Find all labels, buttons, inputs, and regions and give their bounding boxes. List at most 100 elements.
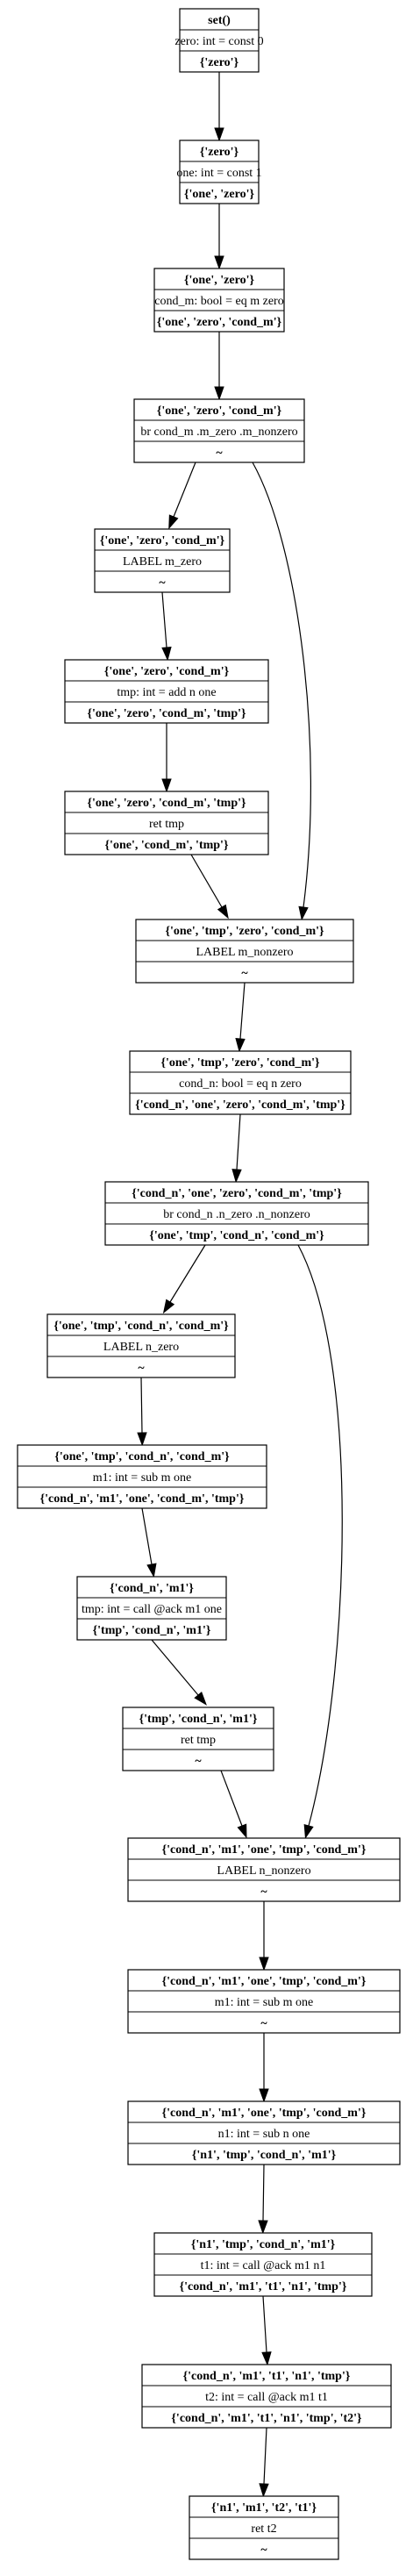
cfg-edge: [220, 1770, 243, 1827]
cfg-node: {'one', 'zero'} cond_m: bool = eq m zero {…: [153, 268, 285, 333]
cfg-node: {'zero'}one: int = const 1{'one', 'zero'…: [176, 140, 262, 204]
node-live-out: {'one', 'zero'}: [184, 188, 254, 201]
node-instruction: ret t2: [251, 2522, 276, 2536]
node-live-out: {'one', 'zero', 'cond_m', 'tmp'}: [87, 707, 246, 720]
node-instruction: br cond_n .n_zero .n_nonzero: [163, 1208, 310, 1221]
node-live-out: {'zero'}: [200, 56, 239, 69]
node-box: [64, 791, 269, 855]
node-box: [122, 1707, 274, 1771]
cfg-node: {'n1', 'm1', 't2', 't1'} ret t2 ~: [189, 2495, 339, 2560]
node-instruction: LABEL n_zero: [103, 1341, 179, 1354]
node-instruction: tmp: int = call @ack m1 one: [82, 1603, 222, 1616]
node-box: [46, 1313, 236, 1378]
cfg-edge: [252, 462, 311, 908]
cfg-edge: [297, 1244, 343, 1827]
arrowhead-icon: [258, 2220, 268, 2235]
node-live-in: {'cond_n', 'm1', 'one', 'tmp', 'cond_m'}: [162, 2107, 367, 2120]
node-instruction: m1: int = sub m one: [93, 1471, 192, 1485]
node-live-in: {'one', 'tmp', 'cond_n', 'cond_m'}: [54, 1450, 230, 1463]
node-instruction: LABEL n_nonzero: [217, 1864, 310, 1878]
arrowhead-icon: [235, 1038, 246, 1053]
node-live-in: {'cond_n', 'm1'}: [110, 1582, 194, 1595]
node-live-in: {'cond_n', 'm1', 'one', 'tmp', 'cond_m'}: [162, 1975, 367, 1988]
arrowhead-icon: [161, 778, 172, 793]
node-live-out: {'one', 'tmp', 'cond_n', 'cond_m'}: [149, 1229, 324, 1242]
node-live-in: {'one', 'zero', 'cond_m'}: [157, 404, 282, 418]
node-live-out: ~: [195, 1755, 202, 1768]
node-box: [135, 919, 354, 984]
node-box: [104, 1181, 369, 1246]
cfg-node: {'one', 'tmp', 'zero', 'cond_m'}cond_n: …: [129, 1050, 352, 1115]
node-instruction: tmp: int = add n one: [117, 686, 216, 699]
arrowhead-icon: [261, 2351, 272, 2366]
node-live-in: {'one', 'zero', 'cond_m', 'tmp'}: [87, 797, 246, 810]
node-live-out: ~: [216, 447, 223, 460]
nodes-layer: set()zero: int = const 0{'zero'}{'zero'}…: [17, 8, 401, 2560]
node-box: [64, 659, 269, 724]
arrowhead-icon: [298, 905, 309, 921]
node-live-out: {'one', 'zero', 'cond_m'}: [157, 316, 282, 329]
node-live-out: ~: [260, 2544, 267, 2557]
node-live-in: {'one', 'tmp', 'zero', 'cond_m'}: [165, 925, 324, 938]
node-box: [189, 2495, 339, 2560]
node-live-in: set(): [208, 14, 231, 27]
node-box: [153, 2232, 373, 2297]
node-live-in: {'one', 'zero', 'cond_m'}: [104, 665, 230, 678]
node-live-out: {'cond_n', 'm1', 't1', 'n1', 'tmp'}: [180, 2280, 347, 2293]
node-instruction: t2: int = call @ack m1 t1: [205, 2391, 328, 2404]
node-live-out: {'cond_n', 'm1', 'one', 'cond_m', 'tmp'}: [40, 1492, 245, 1506]
node-box: [129, 1050, 352, 1115]
cfg-node: {'cond_n', 'm1', 'one', 'tmp', 'cond_m'}…: [127, 2100, 401, 2165]
cfg-node: {'one', 'zero', 'cond_m'}br cond_m .m_ze…: [133, 398, 305, 463]
arrowhead-icon: [259, 1957, 269, 1971]
node-instruction: t1: int = call @ack m1 n1: [201, 2259, 326, 2272]
cfg-node: {'cond_n', 'm1', 'one', 'tmp', 'cond_m'}…: [127, 1837, 401, 1902]
node-live-in: {'cond_n', 'm1', 't1', 'n1', 'tmp'}: [183, 2370, 351, 2383]
cfg-node: {'tmp', 'cond_n', 'm1'}ret tmp~: [122, 1707, 274, 1771]
cfg-node: {'one', 'tmp', 'zero', 'cond_m'} LABEL m_…: [135, 919, 354, 984]
node-live-out: ~: [159, 576, 166, 590]
node-instruction: LABEL m_zero: [123, 555, 202, 569]
node-live-in: {'one', 'zero'}: [184, 274, 254, 287]
cfg-node: {'cond_n', 'm1', 't1', 'n1', 'tmp'} t2: i…: [141, 2364, 392, 2429]
arrowhead-icon: [161, 647, 172, 662]
cfg-edge: [239, 982, 246, 1040]
cfg-node: {'one', 'tmp', 'cond_n', 'cond_m'}LABEL …: [46, 1313, 236, 1378]
cfg-node: {'one', 'zero', 'cond_m', 'tmp'}ret tmp{…: [64, 791, 269, 855]
node-box: [179, 140, 260, 204]
node-instruction: br cond_m .m_zero .m_nonzero: [140, 426, 297, 439]
arrowhead-icon: [259, 2088, 269, 2103]
node-box: [141, 2364, 392, 2429]
node-instruction: LABEL m_nonzero: [196, 946, 293, 959]
cfg-edge: [151, 1639, 199, 1696]
arrowhead-icon: [303, 1824, 314, 1839]
cfg-edge: [161, 591, 167, 648]
cfg-node: {'one', 'tmp', 'cond_n', 'cond_m'} m1: in…: [17, 1444, 267, 1509]
cfg-edge: [173, 462, 196, 518]
cfg-node: {'cond_n', 'one', 'zero', 'cond_m', 'tmp…: [104, 1181, 369, 1246]
node-live-in: {'n1', 'm1', 't2', 't1'}: [211, 2501, 317, 2515]
cfg-node: {'cond_n', 'm1'} tmp: int = call @ack m1 …: [76, 1576, 227, 1641]
node-live-out: {'n1', 'tmp', 'cond_n', 'm1'}: [192, 2149, 337, 2162]
node-live-in: {'cond_n', 'one', 'zero', 'cond_m', 'tmp…: [132, 1187, 342, 1200]
node-box: [127, 2100, 401, 2165]
node-instruction: n1: int = sub n one: [218, 2128, 310, 2141]
node-live-in: {'one', 'tmp', 'zero', 'cond_m'}: [160, 1056, 320, 1070]
cfg-node: {'one', 'zero', 'cond_m'} LABEL m_zero ~: [94, 528, 231, 593]
cfg-edge: [169, 1244, 206, 1303]
node-live-out: ~: [260, 1885, 267, 1899]
cfg-edge: [262, 2164, 265, 2222]
node-live-out: ~: [260, 2017, 267, 2030]
cfg-edge: [262, 2295, 267, 2353]
node-live-out: ~: [138, 1362, 145, 1375]
node-live-in: {'zero'}: [200, 146, 239, 159]
node-box: [94, 528, 231, 593]
node-instruction: cond_m: bool = eq m zero: [154, 295, 283, 308]
node-live-in: {'n1', 'tmp', 'cond_n', 'm1'}: [191, 2238, 336, 2251]
node-live-in: {'one', 'zero', 'cond_m'}: [100, 534, 225, 547]
node-instruction: ret tmp: [181, 1734, 216, 1747]
edges-layer: [137, 72, 343, 2498]
cfg-edge: [141, 1507, 153, 1565]
arrowhead-icon: [146, 1563, 157, 1578]
